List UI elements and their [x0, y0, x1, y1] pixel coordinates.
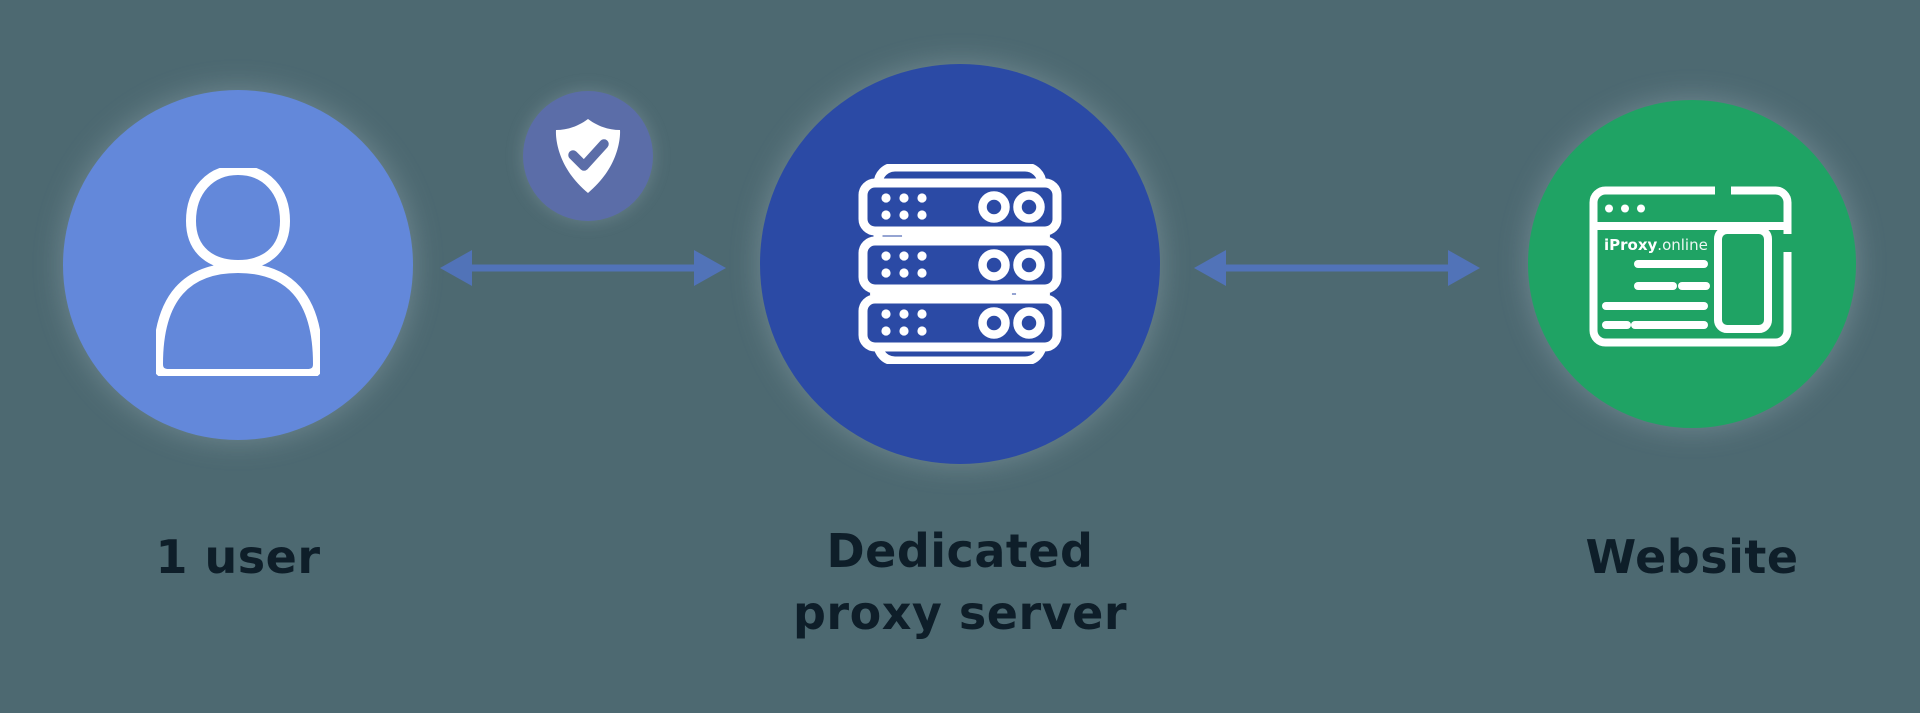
double-arrow-proxy-website [1192, 246, 1482, 290]
browser-brand-light: .online [1657, 236, 1708, 254]
browser-window-icon: iProxy.online [1589, 186, 1795, 347]
website-label: Website [1492, 526, 1892, 588]
browser-brand-text: iProxy.online [1604, 236, 1708, 254]
user-icon [156, 168, 320, 376]
proxy-label-line1: Dedicated [826, 524, 1094, 578]
server-rack-icon [858, 164, 1062, 364]
user-label-text: 1 user [155, 530, 321, 584]
double-arrow-icon [440, 250, 726, 286]
proxy-server-label: Dedicated proxy server [760, 520, 1160, 644]
user-label: 1 user [38, 526, 438, 588]
browser-brand-bold: iProxy [1604, 236, 1658, 254]
proxy-server-circle [760, 64, 1160, 464]
user-circle [63, 90, 413, 440]
proxy-label-line2: proxy server [792, 586, 1128, 640]
website-label-text: Website [1585, 530, 1799, 584]
security-badge [523, 91, 653, 221]
double-arrow-user-proxy [438, 246, 728, 290]
shield-check-icon [555, 119, 621, 193]
website-circle: iProxy.online [1528, 100, 1856, 428]
double-arrow-icon [1194, 250, 1480, 286]
